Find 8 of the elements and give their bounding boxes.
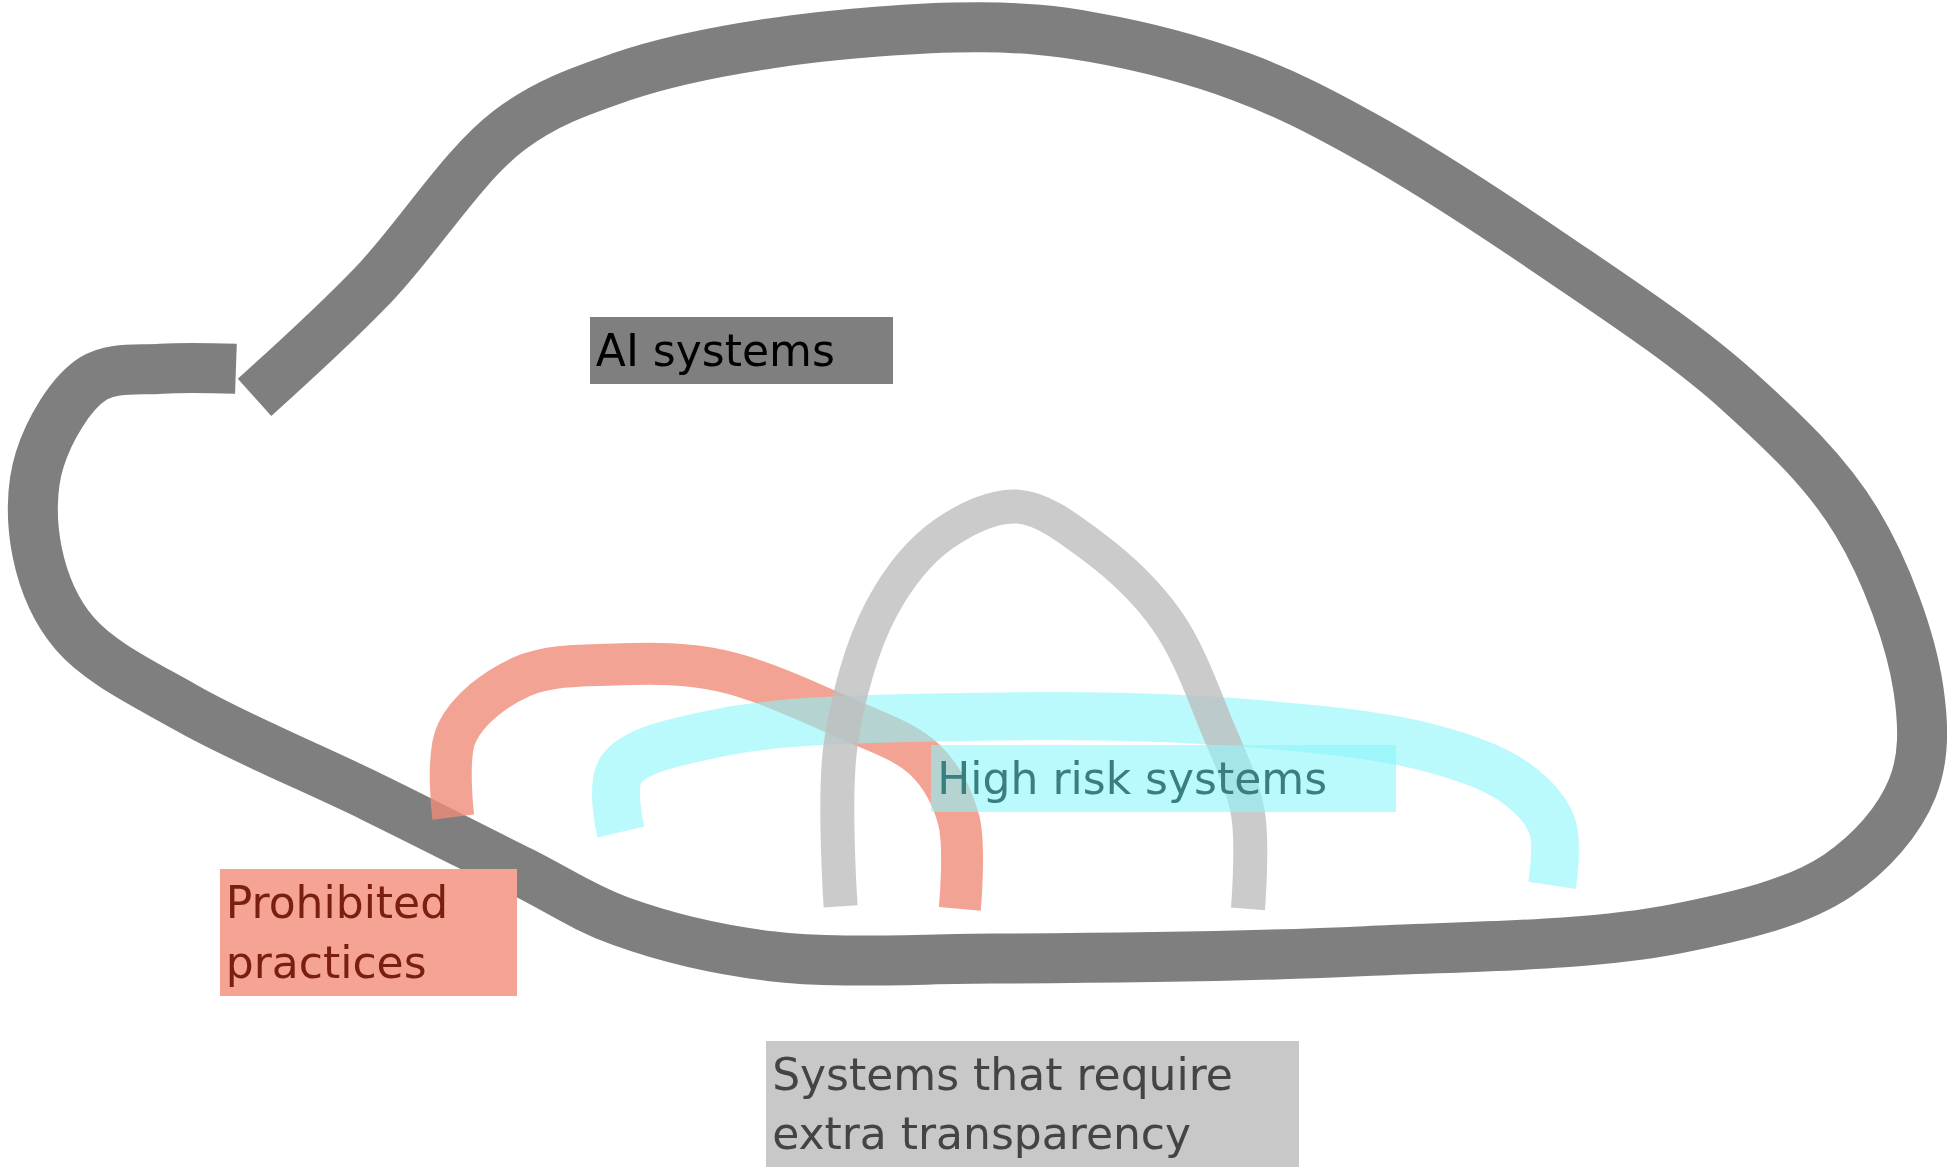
label-patch — [766, 1040, 1299, 1168]
set-label: Systems that require extra transparency — [772, 1047, 1234, 1161]
label-patch — [589, 316, 893, 384]
label-patch — [219, 869, 517, 996]
set-label: Prohibited practices — [225, 876, 450, 990]
label-patch — [931, 745, 1396, 813]
set-label: High risk systems — [937, 752, 1329, 806]
set-label: AI systems — [595, 323, 836, 378]
